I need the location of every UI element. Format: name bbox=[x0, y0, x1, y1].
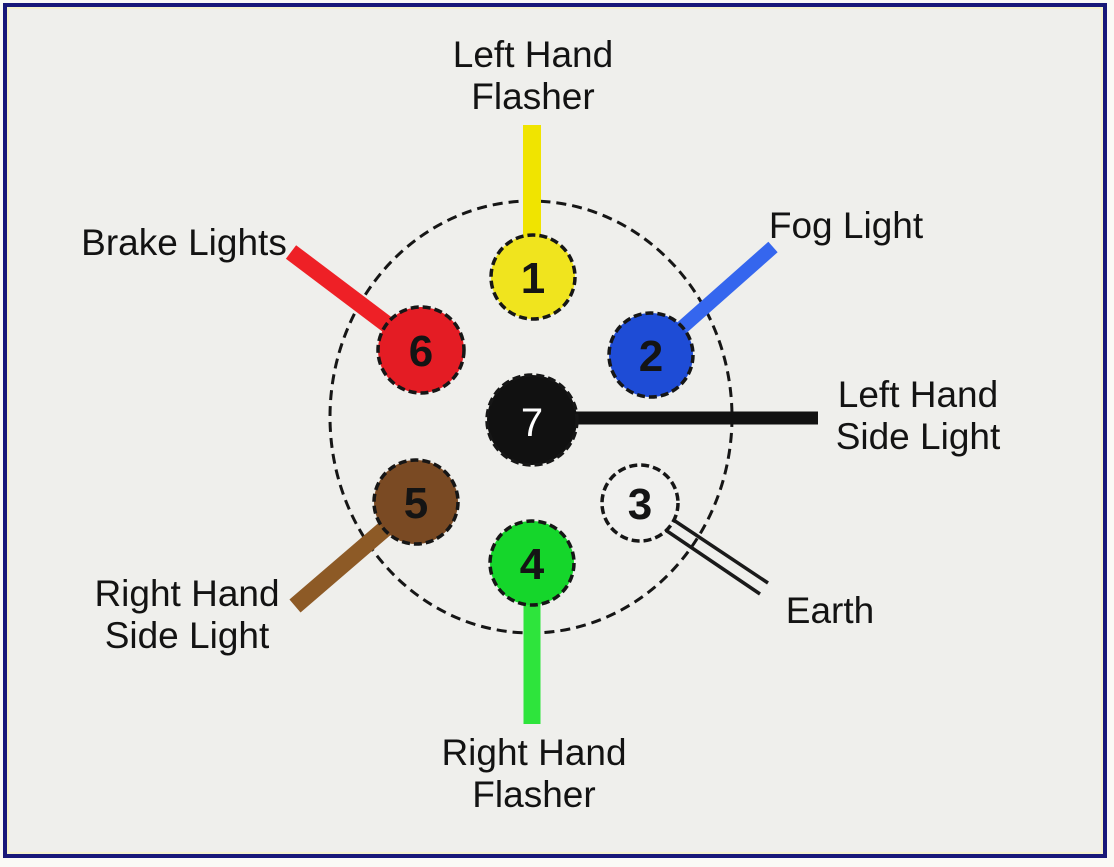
pin-1-circle bbox=[489, 233, 577, 321]
pin-5-circle bbox=[372, 458, 460, 546]
label-left-hand-flasher-line-2: Flasher bbox=[471, 76, 594, 117]
pin-2-group: 2 bbox=[607, 311, 695, 399]
pin-3-circle bbox=[600, 463, 680, 543]
label-right-hand-side-light-line-2: Side Light bbox=[105, 615, 270, 656]
label-fog-light: Fog Light bbox=[769, 205, 924, 246]
pin-1-number: 1 bbox=[521, 254, 545, 303]
pin-4-circle bbox=[488, 519, 576, 607]
pin-4-number: 4 bbox=[520, 540, 545, 589]
pin-4-group: 4 bbox=[488, 519, 576, 607]
pin-3-group: 3 bbox=[600, 463, 680, 543]
pin-5-group: 5 bbox=[372, 458, 460, 546]
pin-6-circle bbox=[376, 305, 466, 395]
pin-6-group: 6 bbox=[376, 305, 466, 395]
label-earth: Earth bbox=[786, 590, 874, 631]
pin-7-number: 7 bbox=[521, 401, 543, 445]
label-left-hand-flasher-line-1: Left Hand bbox=[453, 34, 613, 75]
label-left-hand-side-light-line-1: Left Hand bbox=[838, 374, 998, 415]
label-right-hand-flasher-line-2: Flasher bbox=[472, 774, 595, 815]
pin-7-circle bbox=[485, 373, 579, 467]
wire-earth-line-2 bbox=[663, 527, 761, 596]
label-brake-lights: Brake Lights bbox=[81, 222, 287, 263]
label-right-hand-side-light-line-1: Right Hand bbox=[94, 573, 279, 614]
pin-1-group: 1 bbox=[489, 233, 577, 321]
label-left-hand-side-light-line-2: Side Light bbox=[836, 416, 1001, 457]
pin-2-number: 2 bbox=[639, 332, 663, 381]
pin-6-number: 6 bbox=[409, 327, 433, 376]
pin-2-circle bbox=[607, 311, 695, 399]
pin-7-group: 7 bbox=[485, 373, 579, 467]
label-right-hand-flasher-line-1: Right Hand bbox=[441, 732, 626, 773]
wire-earth-line-1 bbox=[671, 517, 769, 585]
pin-5-number: 5 bbox=[404, 479, 428, 528]
pin-3-number: 3 bbox=[628, 480, 652, 529]
